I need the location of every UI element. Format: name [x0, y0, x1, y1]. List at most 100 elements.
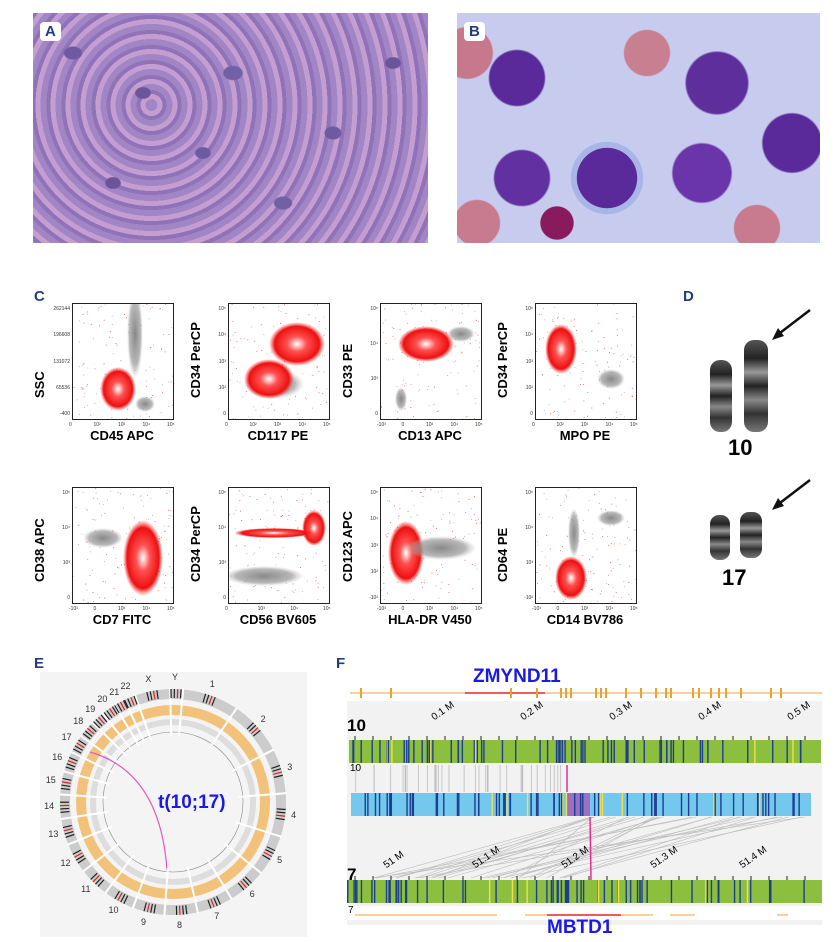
event-dot	[280, 516, 282, 518]
blast-population	[244, 359, 294, 399]
event-dot	[546, 565, 548, 567]
event-dot	[582, 341, 584, 343]
event-dot	[474, 398, 476, 400]
event-dot	[266, 353, 268, 355]
event-dot	[430, 489, 432, 491]
event-dot	[629, 355, 631, 357]
variant-stripe	[571, 740, 573, 763]
event-dot	[232, 361, 234, 363]
event-dot	[255, 409, 257, 411]
variant-stripe	[732, 793, 735, 816]
cytoband	[250, 727, 259, 735]
chromosome-label: 19	[85, 703, 96, 714]
event-dot	[291, 590, 293, 592]
event-dot	[420, 305, 422, 307]
cytoband	[146, 903, 150, 913]
event-dot	[410, 407, 412, 409]
gene-label-zmynd11: ZMYND11	[473, 666, 561, 687]
event-dot	[168, 509, 170, 511]
event-dot	[168, 406, 170, 408]
event-dot	[441, 564, 443, 566]
event-dot	[585, 585, 587, 587]
event-dot	[81, 306, 83, 308]
event-dot	[476, 365, 478, 367]
event-dot	[423, 582, 425, 584]
event-dot	[631, 387, 633, 389]
event-dot	[232, 334, 234, 336]
variant-stripe	[584, 740, 586, 763]
event-dot	[435, 320, 437, 322]
x-tick-label: 0	[532, 422, 535, 428]
event-dot	[624, 544, 626, 546]
event-dot	[440, 587, 442, 589]
variant-stripe	[691, 880, 693, 903]
event-dot	[132, 494, 134, 496]
exon	[560, 688, 562, 698]
event-dot	[162, 309, 164, 311]
event-dot	[598, 371, 600, 373]
event-dot	[105, 553, 107, 555]
event-dot	[240, 338, 242, 340]
event-dot	[92, 338, 94, 340]
event-dot	[98, 325, 100, 327]
variant-stripe	[597, 793, 600, 816]
variant-stripe	[793, 793, 795, 816]
event-dot	[154, 378, 156, 380]
variant-stripe	[574, 793, 576, 816]
event-dot	[602, 528, 604, 530]
event-dot	[441, 518, 443, 520]
variant-stripe	[403, 740, 405, 763]
event-dot	[99, 503, 101, 505]
x-tick-label: 0	[69, 422, 72, 428]
variant-stripe	[428, 740, 431, 763]
variant-stripe	[556, 880, 558, 903]
event-dot	[587, 415, 589, 417]
chromosome-label: 20	[97, 694, 108, 705]
event-dot	[117, 567, 119, 569]
event-dot	[619, 365, 621, 367]
event-dot	[316, 386, 318, 388]
event-dot	[461, 352, 463, 354]
event-dot	[392, 358, 394, 360]
y-tick-label: 10³	[218, 358, 226, 365]
event-dot	[327, 501, 329, 503]
event-dot	[77, 524, 79, 526]
y-axis-label: CD33 PE	[340, 343, 355, 398]
variant-stripe	[651, 793, 653, 816]
event-dot	[397, 418, 399, 419]
variant-stripe	[546, 880, 548, 903]
event-dot	[167, 525, 169, 527]
event-dot	[323, 334, 325, 336]
event-dot	[426, 388, 428, 390]
event-dot	[264, 586, 266, 588]
event-dot	[273, 501, 275, 503]
event-dot	[536, 571, 538, 573]
event-dot	[311, 488, 313, 490]
event-dot	[235, 601, 237, 603]
x-tick-label: 10⁵	[475, 422, 483, 428]
exon	[510, 688, 512, 698]
event-dot	[395, 410, 397, 412]
event-dot	[616, 417, 618, 419]
event-dot	[383, 588, 385, 590]
event-dot	[448, 583, 450, 585]
event-dot	[239, 499, 241, 501]
variant-stripe	[352, 740, 355, 763]
event-dot	[314, 317, 316, 319]
event-dot	[150, 347, 152, 349]
variant-stripe	[742, 793, 744, 816]
variant-stripe	[476, 740, 479, 763]
background-population	[597, 510, 625, 526]
event-dot	[252, 553, 254, 555]
event-dot	[605, 509, 607, 511]
event-dot	[404, 311, 406, 313]
event-dot	[244, 545, 246, 547]
variant-stripe	[754, 740, 756, 763]
x-tick-label: 10⁵	[475, 606, 483, 612]
event-dot	[420, 492, 422, 494]
y-axis-label: CD38 APC	[32, 518, 47, 582]
variant-stripe	[491, 793, 493, 816]
chromosome-17-normal	[710, 515, 730, 560]
event-dot	[412, 415, 414, 417]
variant-stripe	[722, 740, 724, 763]
